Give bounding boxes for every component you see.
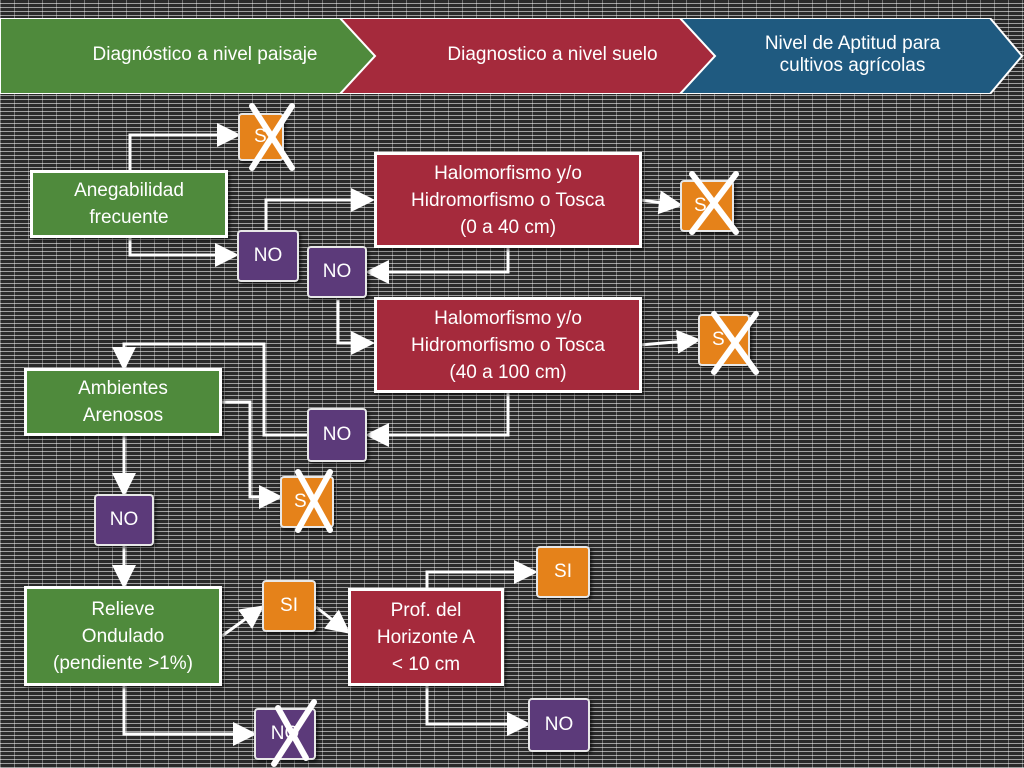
node-prof-horizonte-a: Prof. del Horizonte A < 10 cm <box>348 588 504 686</box>
badge-si-halo1: S <box>680 180 734 232</box>
badge-si-ambientes: S <box>280 476 334 528</box>
badge-no-halo2: NO <box>307 408 367 462</box>
process-banner <box>0 18 1024 94</box>
connector-halo2-no <box>365 392 510 447</box>
badge-no-ambientes: NO <box>94 494 154 546</box>
connector-prof-no <box>425 684 531 736</box>
banner-step-paisaje: Diagnóstico a nivel paisaje <box>92 44 318 65</box>
banner-step-aptitud: Nivel de Aptitud para cultivos agrícolas <box>764 33 941 76</box>
badge-si-relieve: SI <box>262 580 316 632</box>
node-halomorfismo-0-40: Halomorfismo y/o Hidromorfismo o Tosca (… <box>374 152 642 248</box>
node-ambientes-arenosos: Ambientes Arenosos <box>24 368 222 436</box>
badge-si-anegabilidad: S <box>238 113 284 161</box>
badge-si-prof: SI <box>536 546 590 598</box>
banner-step-aptitud-shape <box>678 18 1024 94</box>
connector-si-prof <box>315 605 351 634</box>
connector-halo1-si <box>639 190 683 215</box>
banner-step-suelo: Diagnostico a nivel suelo <box>447 44 658 65</box>
connector-halo1-no <box>365 248 510 284</box>
connector-no-ambientes <box>112 342 308 437</box>
banner-step-suelo-shape <box>338 18 717 94</box>
badge-si-halo2: S <box>698 314 750 366</box>
badge-no-anegabilidad: NO <box>237 230 299 282</box>
connector-anegabilidad-si <box>128 123 241 170</box>
connector-no-halo2 <box>336 300 375 355</box>
node-anegabilidad: Anegabilidad frecuente <box>30 170 228 238</box>
node-relieve-ondulado: Relieve Ondulado (pendiente >1%) <box>24 586 222 686</box>
connector-halo2-si <box>639 329 701 354</box>
badge-no-halo1: NO <box>307 246 367 298</box>
badge-no-prof: NO <box>528 698 590 752</box>
node-halomorfismo-40-100: Halomorfismo y/o Hidromorfismo o Tosca (… <box>374 297 642 393</box>
badge-no-relieve: NO <box>254 708 316 760</box>
connector-no-halo1 <box>264 188 375 230</box>
connector-prof-si <box>425 560 538 590</box>
connector-relieve-no <box>122 686 257 746</box>
connector-ambientes-si <box>222 400 283 509</box>
connector-anegabilidad-no <box>128 238 239 267</box>
connector-relieve-si <box>221 605 265 638</box>
